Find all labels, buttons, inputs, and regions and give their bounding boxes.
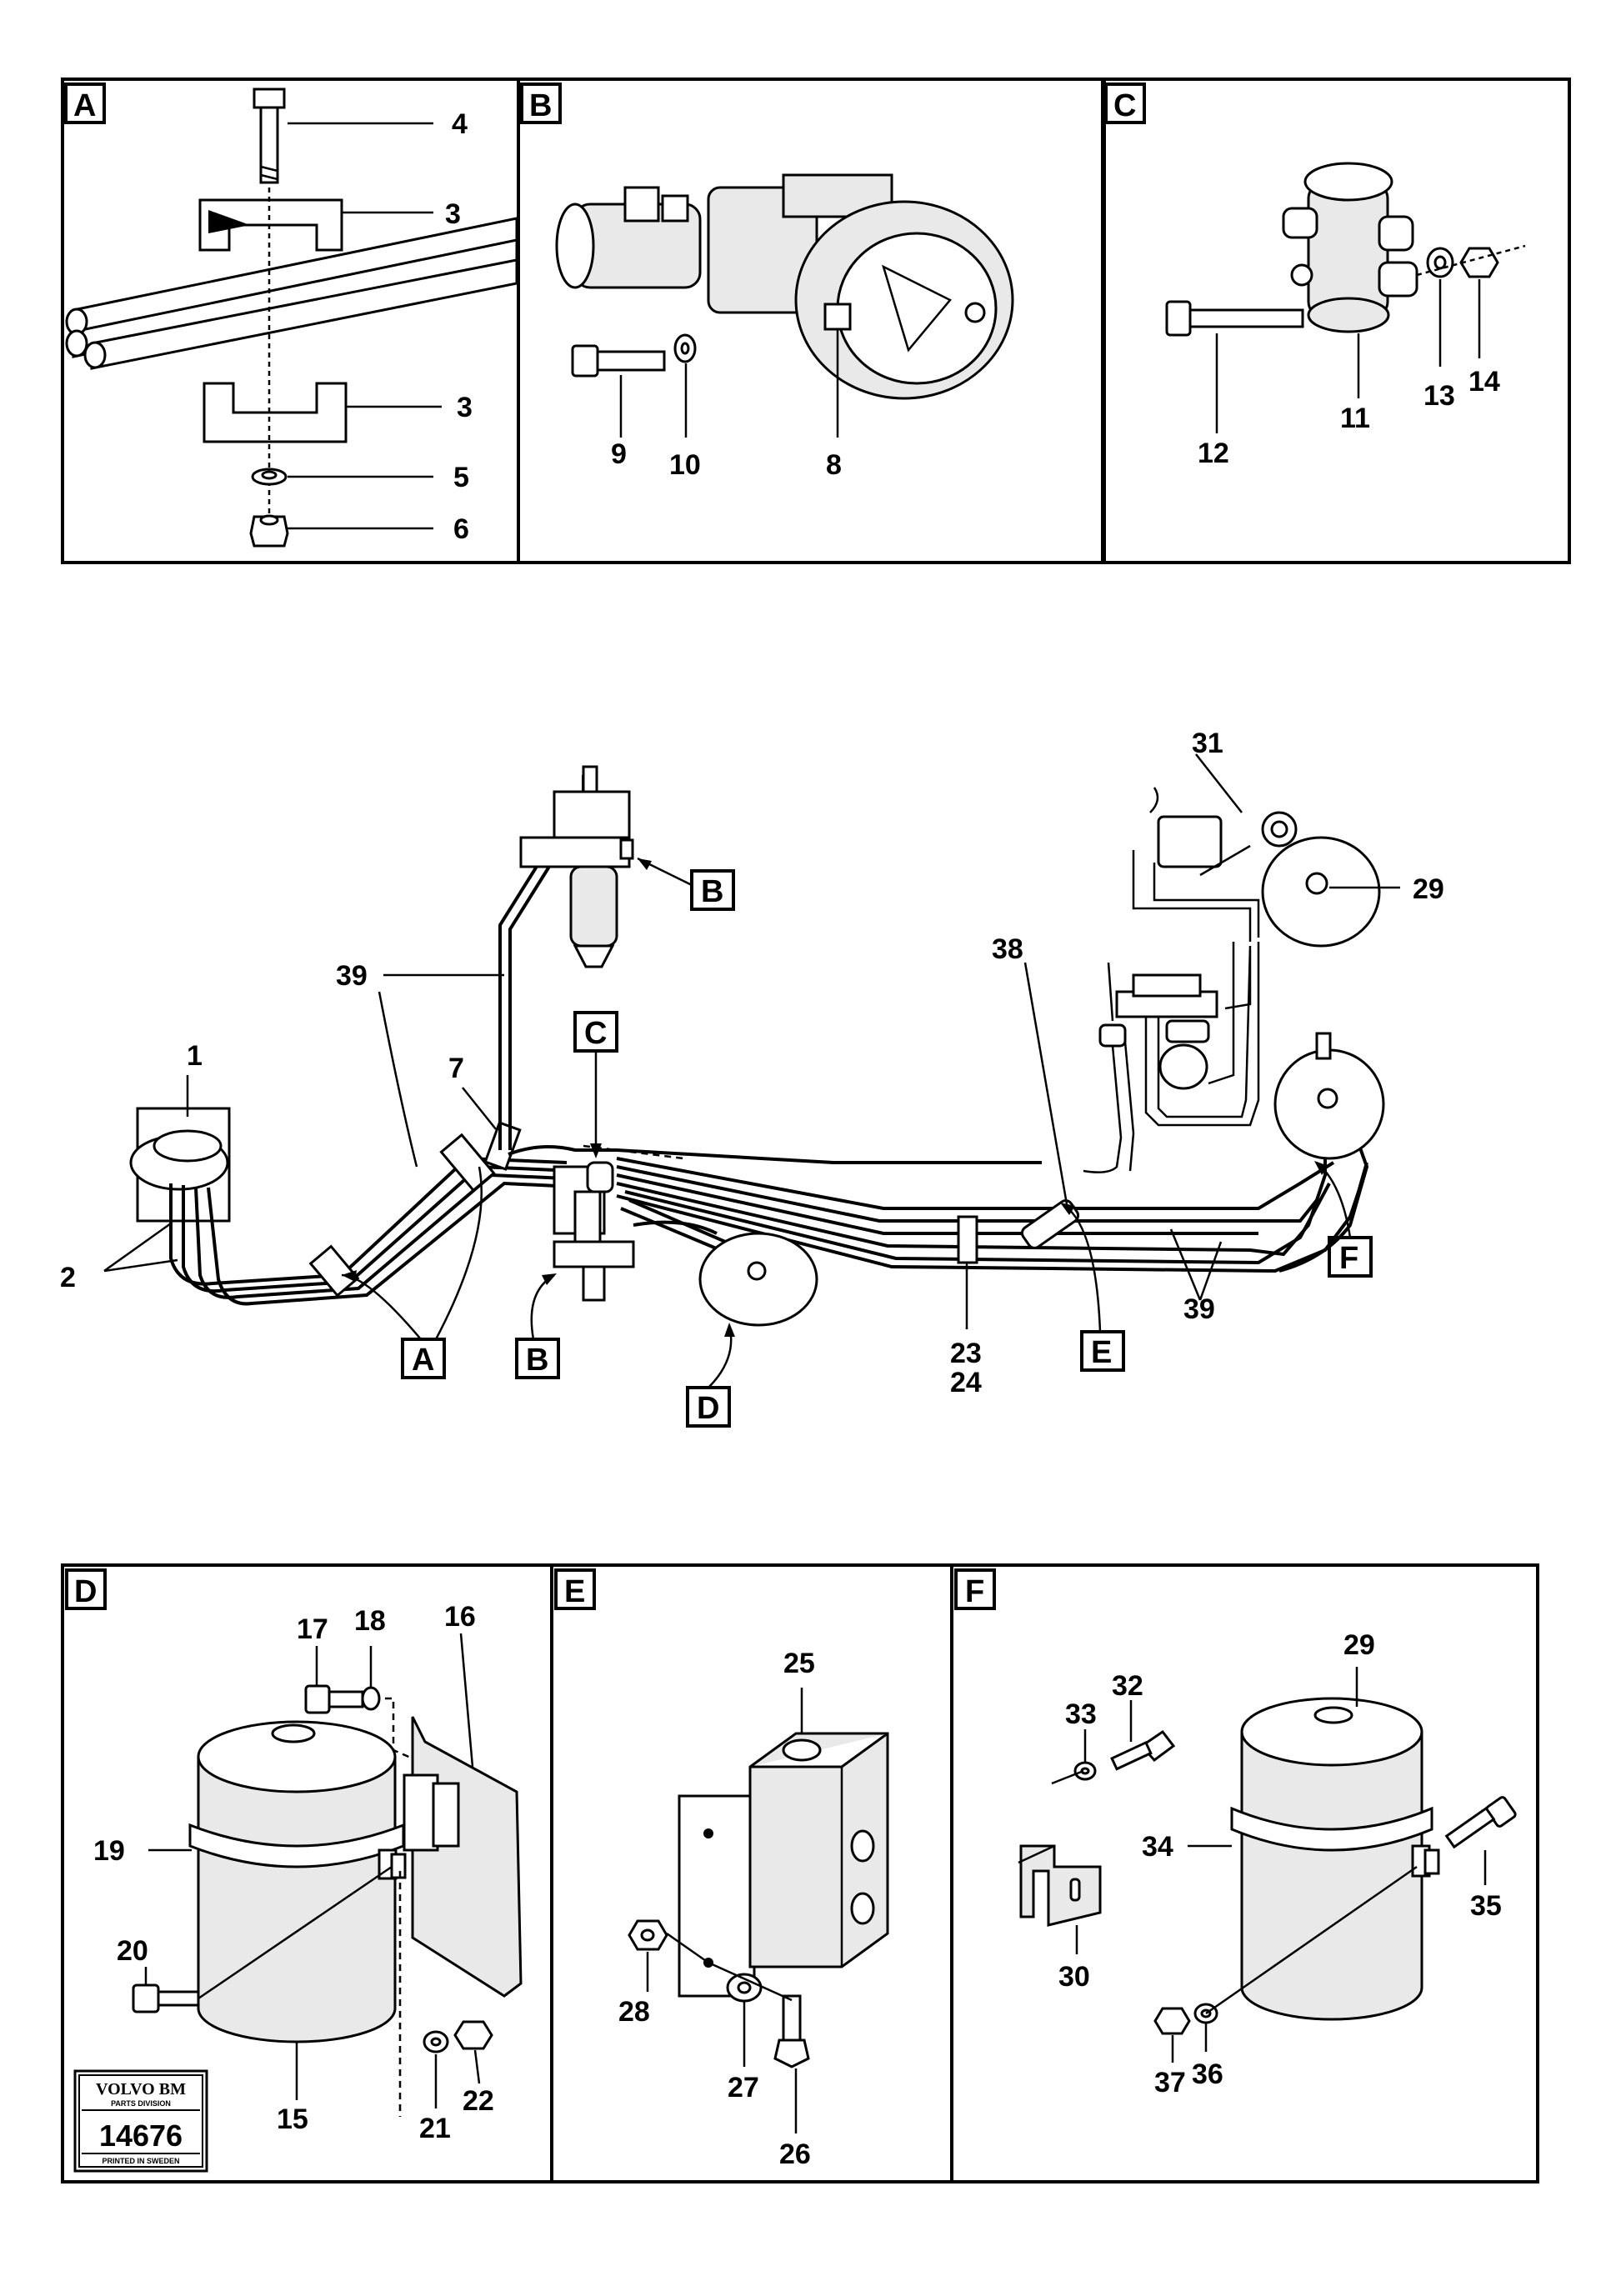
svg-text:C: C: [1113, 88, 1136, 123]
panel-label-a: A: [64, 83, 106, 124]
part-number: 10: [669, 449, 701, 481]
part-number: 29: [1413, 873, 1444, 905]
part-number: 7: [448, 1053, 464, 1084]
svg-text:F: F: [965, 1574, 984, 1609]
panel-label-f: F: [954, 1568, 996, 1610]
callout-c: C: [573, 1011, 618, 1158]
volvo-bm-logo: VOLVO BM PARTS DIVISION 14676 PRINTED IN…: [73, 2069, 208, 2173]
panel-f-drawing: [1018, 1667, 1517, 2063]
panel-a-drawing: [65, 88, 518, 548]
part-number: 18: [354, 1605, 386, 1637]
part-number: 23: [950, 1338, 982, 1369]
part-number: 5: [453, 462, 469, 493]
part-number: 16: [444, 1601, 476, 1633]
part-number: 9: [611, 438, 627, 470]
part-number: 3: [457, 392, 473, 423]
main-callouts: B C A B D: [341, 857, 1373, 1428]
svg-text:B: B: [526, 1343, 548, 1378]
part-number: 21: [419, 2113, 451, 2144]
part-number: 30: [1058, 1961, 1090, 1993]
part-number: 24: [950, 1367, 982, 1398]
part-number: 17: [297, 1613, 328, 1645]
part-number: 15: [277, 2103, 308, 2135]
svg-text:D: D: [697, 1391, 719, 1426]
panel-e-numbers: 25 28 27 26: [618, 1648, 815, 2170]
callout-f: F: [1314, 1161, 1373, 1278]
callout-b-top: B: [637, 857, 735, 911]
callout-d: D: [686, 1323, 735, 1428]
part-number: 11: [1340, 403, 1370, 434]
svg-text:E: E: [1091, 1335, 1112, 1370]
panel-label-c: C: [1104, 83, 1146, 124]
part-number: 26: [779, 2138, 811, 2170]
panel-label-d: D: [65, 1568, 107, 1610]
part-number: 34: [1142, 1831, 1173, 1863]
part-number: 12: [1198, 438, 1229, 469]
bottom-panel-frame: [61, 1563, 1539, 2183]
panel-c-numbers: 12 11 13 14: [1198, 366, 1500, 469]
part-number: 28: [618, 1996, 650, 2028]
part-number: 33: [1065, 1698, 1097, 1730]
logo-division: PARTS DIVISION: [111, 2099, 171, 2108]
part-number: 36: [1192, 2058, 1223, 2090]
panel-label-b: B: [520, 83, 562, 124]
logo-printed: PRINTED IN SWEDEN: [102, 2157, 179, 2165]
part-number: 3: [445, 198, 461, 230]
part-number: 31: [1192, 728, 1223, 759]
svg-text:D: D: [74, 1574, 97, 1609]
panel-c-drawing: [1165, 162, 1526, 433]
svg-text:B: B: [529, 88, 552, 123]
main-leaders: [103, 753, 1400, 1329]
part-number: 4: [452, 108, 468, 140]
part-number: 25: [783, 1648, 815, 1679]
svg-text:A: A: [412, 1343, 434, 1378]
logo-brand: VOLVO BM: [96, 2080, 186, 2098]
svg-text:B: B: [701, 874, 723, 909]
part-number: 39: [1183, 1293, 1215, 1325]
part-number: 14: [1468, 366, 1500, 398]
panel-f-numbers: 29 32 33 34 35 30 36 37: [1058, 1629, 1502, 2098]
part-number: 20: [117, 1935, 148, 1967]
panel-a-numbers: 4 3 3 5 6: [445, 108, 473, 545]
logo-number: 14676: [99, 2118, 183, 2153]
part-number: 22: [463, 2085, 494, 2117]
panel-b-drawing: [555, 173, 1014, 438]
part-number: 32: [1112, 1670, 1143, 1702]
panel-c-frame: [1101, 78, 1571, 564]
part-number: 8: [826, 449, 842, 481]
part-number: 38: [992, 933, 1023, 965]
part-number: 1: [187, 1040, 203, 1072]
panel-label-e: E: [554, 1568, 596, 1610]
part-number: 39: [336, 960, 368, 992]
panel-b-numbers: 9 10 8: [611, 438, 842, 481]
svg-text:E: E: [564, 1574, 585, 1609]
svg-text:A: A: [73, 88, 96, 123]
part-number: 29: [1343, 1629, 1375, 1661]
main-numbers: 1 2 39 7 23 24 39 29 38 31: [60, 728, 1444, 1398]
callout-e: E: [1060, 1203, 1125, 1372]
callout-b-bottom: B: [515, 1273, 560, 1379]
part-number: 13: [1423, 380, 1455, 412]
part-number: 35: [1470, 1890, 1502, 1922]
panel-e-drawing: [628, 1688, 889, 2133]
part-number: 37: [1154, 2067, 1186, 2098]
panel-d-numbers: 17 18 16 19 20 15 21 22: [93, 1601, 494, 2144]
part-number: 19: [93, 1835, 125, 1867]
part-number: 6: [453, 513, 469, 545]
svg-text:F: F: [1339, 1241, 1358, 1276]
panel-d-drawing: [132, 1633, 523, 2117]
main-assembly: [129, 765, 1385, 1327]
callout-a: A: [341, 1166, 483, 1379]
part-number: 27: [728, 2072, 759, 2103]
svg-text:C: C: [584, 1016, 607, 1051]
part-number: 2: [60, 1262, 76, 1293]
